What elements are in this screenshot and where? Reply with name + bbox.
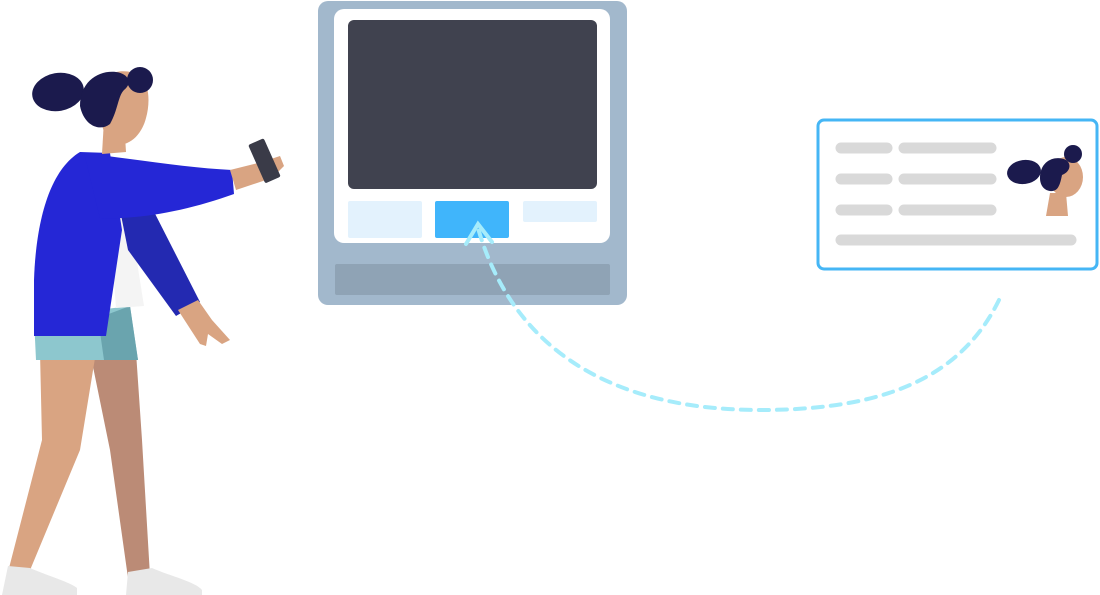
dashed-arrow-icon [464, 220, 1001, 413]
kiosk-button-right[interactable] [523, 201, 597, 222]
back-arm [118, 196, 200, 316]
kiosk-terminal-icon [318, 1, 627, 305]
back-shoe [126, 568, 202, 595]
dashed-path [476, 226, 1001, 413]
profile-card-icon [816, 118, 1099, 271]
front-shoe [2, 566, 77, 595]
kiosk-tray [335, 264, 610, 295]
front-arm [84, 153, 234, 219]
woman-pointing-phone-illustration [2, 67, 284, 595]
hair [80, 71, 129, 128]
avatar-icon [1007, 145, 1083, 216]
card-frame [816, 118, 1099, 271]
back-leg [90, 352, 150, 578]
front-leg [8, 352, 96, 575]
kiosk-button-left[interactable] [348, 201, 422, 238]
ponytail [32, 72, 84, 112]
card-placeholder-lines [835, 142, 1077, 246]
arrow-head [464, 220, 494, 246]
hair-bun [127, 67, 153, 93]
kiosk-screen [348, 20, 597, 189]
kiosk-button-center[interactable] [435, 201, 509, 238]
back-hand [178, 300, 230, 346]
phone-icon [248, 138, 281, 183]
